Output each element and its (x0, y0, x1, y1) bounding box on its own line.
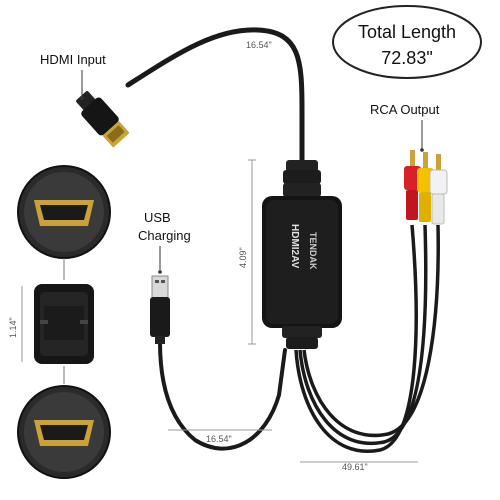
total-length-badge (332, 5, 482, 79)
rca-output-label: RCA Output (370, 102, 440, 117)
usb-cable (158, 340, 287, 451)
device-model-label: HDMI2AV (289, 224, 300, 269)
top-cable-dimension-label: 16.54" (246, 40, 272, 50)
rca-cable-dimension-label: 49.61" (342, 462, 368, 472)
rca-plug-white (429, 154, 448, 225)
usb-label-line2: Charging (138, 228, 191, 243)
total-length-value: 72.83" (381, 48, 432, 68)
device-brand-label: TENDAK (308, 232, 318, 270)
hdmi-input-pointer-dot (80, 96, 84, 100)
total-length-title: Total Length (358, 22, 456, 42)
rca-plug-red (404, 150, 421, 220)
hdmi-coupler (34, 284, 94, 364)
rca-cable-white (302, 224, 440, 438)
usb-cable-dimension-label: 16.54" (206, 434, 232, 444)
box-dimension-label: 4.09" (238, 247, 248, 268)
hdmi-plug (76, 91, 130, 148)
hdmi-port-closeup-top (17, 165, 111, 259)
coupler-dimension-label: 1.14" (8, 317, 18, 338)
hdmi-port-closeup-bottom (17, 385, 111, 479)
rca-cable-yellow (298, 224, 428, 446)
usb-label-pointer-dot (158, 270, 162, 274)
usb-label-line1: USB (144, 210, 171, 225)
converter-box (262, 160, 342, 349)
hdmi-cable (125, 27, 305, 168)
rca-output-pointer-dot (420, 148, 424, 152)
hdmi-input-label: HDMI Input (40, 52, 106, 67)
usb-plug (150, 275, 170, 344)
rca-cable-red (294, 224, 418, 453)
